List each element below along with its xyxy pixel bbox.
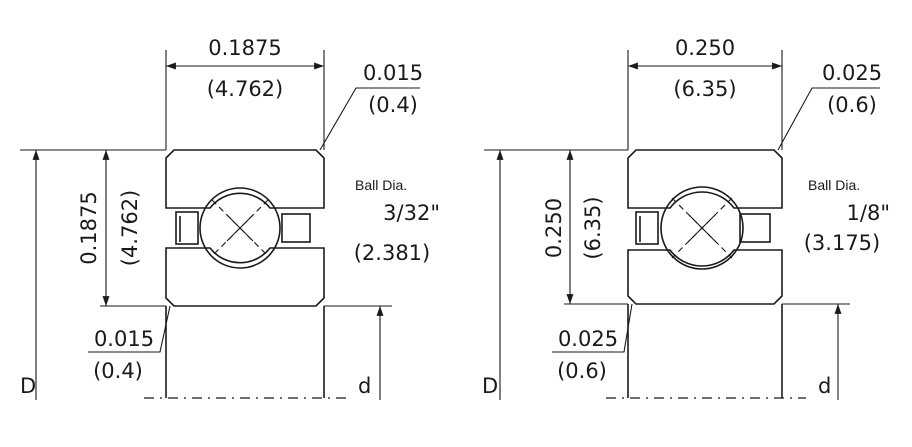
D-label: D (20, 374, 36, 398)
right-separator (739, 213, 771, 243)
ball-dia-label: Ball Dia. (355, 177, 407, 193)
outer-race (627, 149, 783, 209)
top-chamfer-leader (777, 87, 880, 151)
outer-race (165, 149, 325, 209)
bottom-chamfer-mm-text: (0.6) (557, 359, 607, 383)
d-label: d (818, 374, 831, 398)
bottom-chamfer-mm-text: (0.4) (93, 359, 143, 383)
D-label: D (482, 374, 498, 398)
right-bearing-section: 0.250 (6.35) 0.025 (0.6) 0.250 (6.35) D … (482, 36, 890, 400)
height-mm-text: (4.762) (118, 190, 142, 267)
inner-race (627, 249, 783, 305)
bottom-chamfer-inch-text: 0.025 (558, 327, 618, 351)
top-chamfer-inch-text: 0.015 (363, 61, 423, 85)
height-inch-text: 0.1875 (77, 191, 101, 264)
width-mm-text: (4.762) (207, 77, 284, 101)
bottom-chamfer-leader (552, 303, 633, 353)
bottom-chamfer-leader (88, 305, 171, 353)
ball-dia-mm-text: (3.175) (804, 231, 881, 255)
top-chamfer-inch-text: 0.025 (822, 61, 882, 85)
right-separator (281, 213, 311, 243)
top-chamfer-mm-text: (0.6) (827, 93, 877, 117)
left-separator (635, 211, 659, 245)
ball-dia-inch-text: 1/8" (847, 201, 890, 225)
ball-dia-mm-text: (2.381) (354, 241, 431, 265)
left-separator (175, 211, 199, 245)
top-chamfer-mm-text: (0.4) (368, 93, 418, 117)
top-chamfer-leader (319, 87, 420, 151)
width-mm-text: (6.35) (673, 77, 736, 101)
inner-race (165, 247, 325, 307)
ball (199, 187, 281, 269)
left-bearing-section: 0.1875 (4.762) 0.015 (0.4) 0.1875 (4.762… (20, 36, 440, 400)
ball-dia-inch-text: 3/32" (383, 201, 440, 225)
height-mm-text: (6.35) (581, 196, 605, 259)
bottom-chamfer-inch-text: 0.015 (94, 327, 154, 351)
d-label: d (358, 374, 371, 398)
width-inch-text: 0.250 (675, 36, 735, 60)
ball-dia-label: Ball Dia. (808, 177, 860, 193)
height-inch-text: 0.250 (542, 198, 566, 258)
width-inch-text: 0.1875 (208, 36, 281, 60)
ball (660, 186, 744, 270)
